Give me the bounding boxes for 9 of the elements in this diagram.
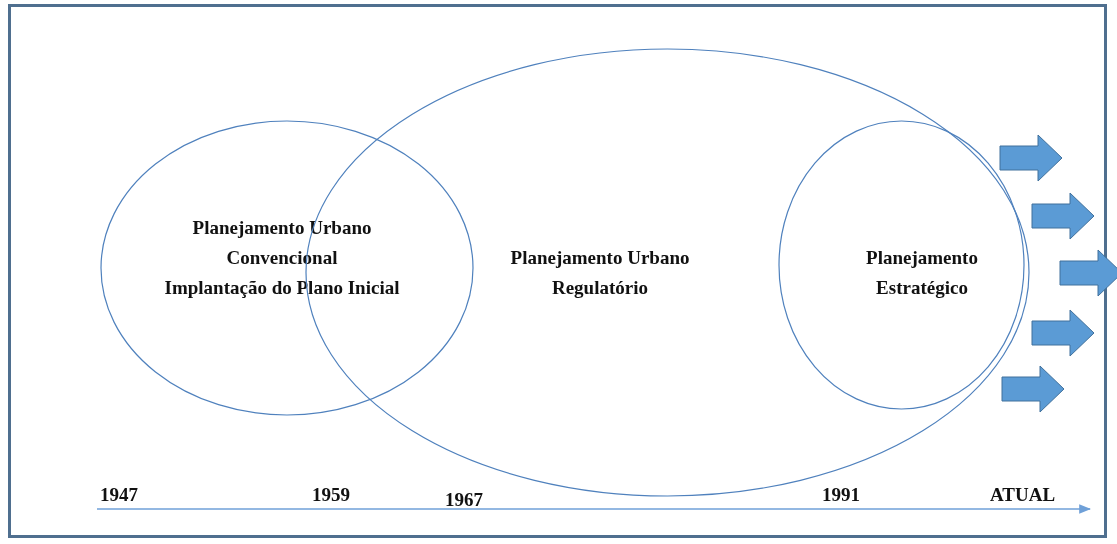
year-label: 1967 xyxy=(445,489,483,511)
year-label: 1947 xyxy=(100,484,138,506)
year-label: 1991 xyxy=(822,484,860,506)
phase-title: Planejamento Urbano Convencional xyxy=(191,216,373,270)
phase-title: Planejamento Urbano Regulatório xyxy=(509,246,691,300)
year-label: ATUAL xyxy=(990,484,1056,506)
phase-title: Implantação do Plano Inicial xyxy=(163,276,401,300)
year-label: 1959 xyxy=(312,484,350,506)
phase-title: Planejamento Estratégico xyxy=(865,246,979,300)
